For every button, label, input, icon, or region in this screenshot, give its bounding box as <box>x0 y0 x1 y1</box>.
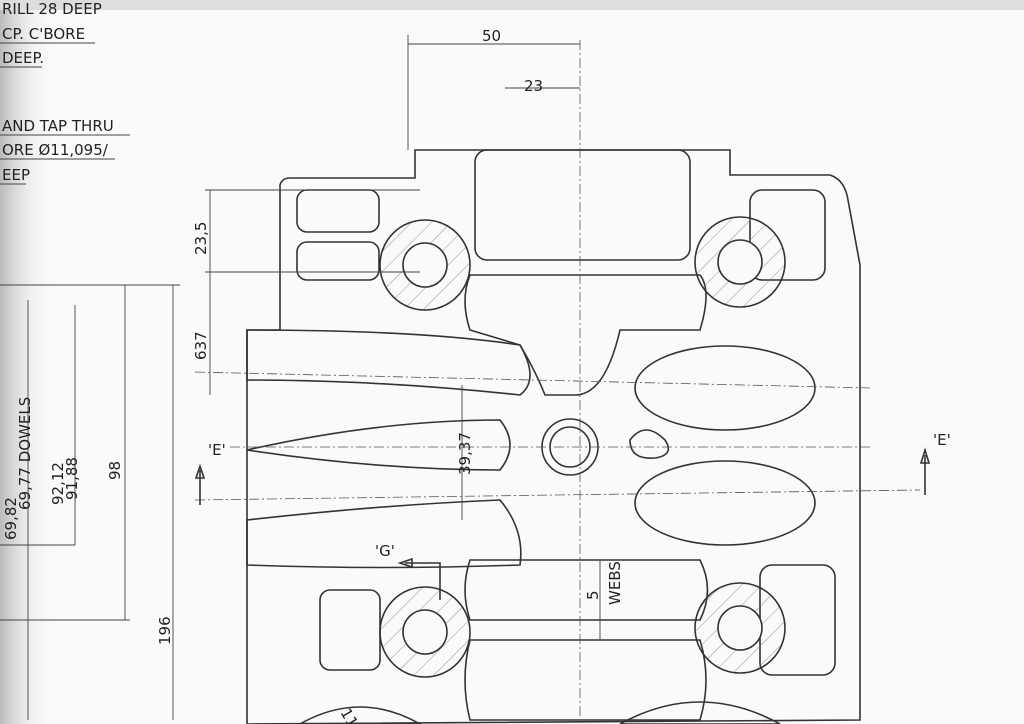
dimension-labels: 50 23 23,5 637 69,82 69,77 DOWELS 92,12 … <box>2 27 624 724</box>
dim-11: 11 <box>337 705 362 724</box>
note-line: RILL 28 DEEP <box>2 0 102 18</box>
note-line: EEP <box>2 166 30 184</box>
dim-98: 98 <box>106 461 124 480</box>
note-line: DEEP. <box>2 49 44 67</box>
section-marks: 'E' 'E' 'G' <box>194 431 951 600</box>
dim-23: 23 <box>524 77 543 95</box>
dim-dowels-upper: 69,82 <box>2 497 20 540</box>
section-e-right: 'E' <box>933 431 951 449</box>
dim-637: 637 <box>192 331 210 360</box>
dimension-lines <box>0 35 601 720</box>
note-line: CP. C'BORE <box>2 25 85 43</box>
dim-91-88: 91,88 <box>63 457 81 500</box>
dim-196: 196 <box>156 616 174 645</box>
dim-webs-count: 5 <box>584 590 602 600</box>
dim-92-12: 92,12 <box>49 462 67 505</box>
dim-webs-label: WEBS <box>606 561 624 605</box>
note-line: AND TAP THRU <box>2 117 114 135</box>
scan-shadow <box>0 0 60 724</box>
part-section <box>194 40 921 724</box>
note-line: ORE Ø11,095/ <box>2 141 109 159</box>
scan-edge <box>0 0 1024 10</box>
dim-39-37: 39,37 <box>456 432 474 475</box>
dim-dowels-lower: 69,77 DOWELS <box>16 397 34 510</box>
section-e-left: 'E' <box>208 441 226 459</box>
drawing-notes: RILL 28 DEEP CP. C'BORE DEEP. AND TAP TH… <box>0 0 130 185</box>
section-g: 'G' <box>375 542 395 560</box>
dim-23-5: 23,5 <box>192 222 210 255</box>
dim-50: 50 <box>482 27 501 45</box>
